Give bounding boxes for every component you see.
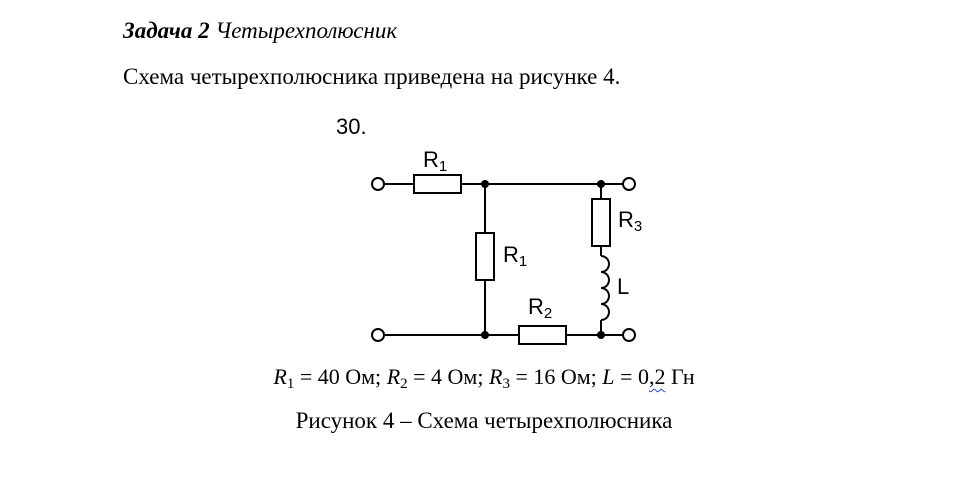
l-value-unit: Гн xyxy=(665,364,695,389)
terminal-input-bottom xyxy=(371,328,385,342)
r1-subscript: 1 xyxy=(286,376,295,392)
figure-caption: Рисунок 4 – Схема четырехполюсника xyxy=(295,408,673,433)
l-value-decimal: ,2 xyxy=(648,364,666,389)
node-top-right xyxy=(597,180,605,188)
label-r1-middle: R1 xyxy=(503,242,527,270)
l-symbol: L xyxy=(602,364,615,389)
r3-symbol: R xyxy=(488,364,503,389)
r2-symbol: R xyxy=(386,364,401,389)
label-r1-top: R1 xyxy=(423,147,447,175)
resistor-r3 xyxy=(591,198,611,247)
label-l: L xyxy=(617,274,629,299)
task-name: Четырехполюсник xyxy=(215,18,398,43)
resistor-r1-top xyxy=(413,174,462,194)
node-bottom-right xyxy=(597,331,605,339)
node-top-mid xyxy=(481,180,489,188)
intro-paragraph: Схема четырехполюсника приведена на рису… xyxy=(123,64,621,89)
inductor-l xyxy=(600,255,610,321)
label-r2: R2 xyxy=(528,294,552,322)
terminal-input-top xyxy=(371,177,385,191)
r3-subscript: 3 xyxy=(502,376,510,392)
figure-number: 30. xyxy=(336,114,367,139)
r2-subscript: 2 xyxy=(400,376,408,392)
component-values: R1 = 40 Ом; R2 = 4 Ом; R3 = 16 Ом; L = 0… xyxy=(0,364,968,392)
terminal-output-top xyxy=(622,177,636,191)
task-heading: Задача 2 Четырехполюсник xyxy=(123,18,397,44)
l-value-prefix: = 0 xyxy=(614,364,649,389)
r2-value: = 4 Ом; xyxy=(407,364,489,389)
terminal-output-bottom xyxy=(622,328,636,342)
task-number: Задача 2 xyxy=(123,18,210,43)
r3-value: = 16 Ом; xyxy=(509,364,603,389)
resistor-r2 xyxy=(518,325,567,345)
node-bottom-mid xyxy=(481,331,489,339)
label-r3: R3 xyxy=(618,207,642,235)
r1-symbol: R xyxy=(273,364,287,389)
r1-value: = 40 Ом; xyxy=(294,364,387,389)
resistor-r1-middle xyxy=(475,232,495,281)
